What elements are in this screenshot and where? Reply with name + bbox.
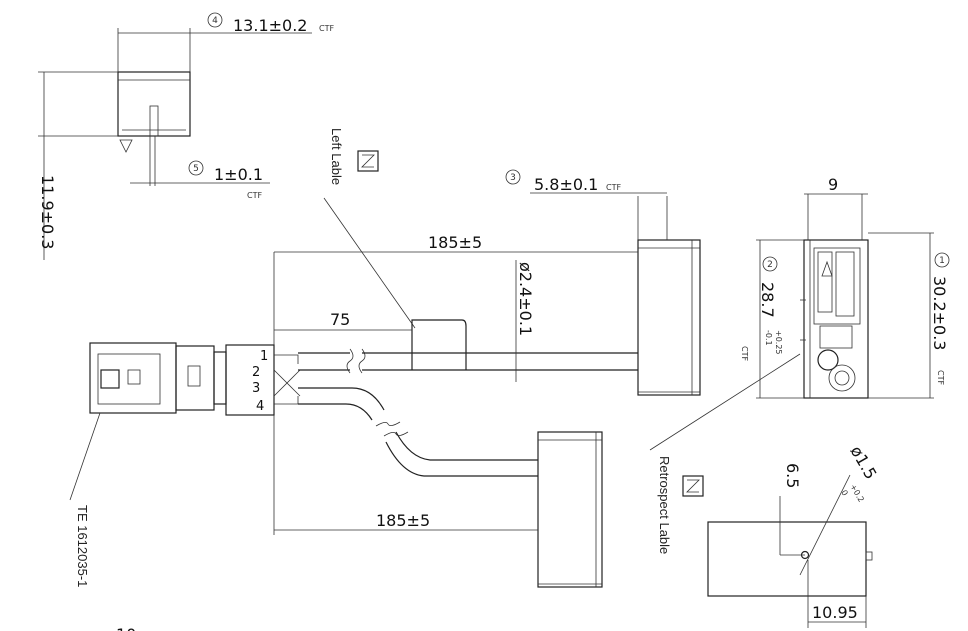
part-number: TE 1612035-1 [75,505,90,587]
upper-end-block [637,196,701,396]
dim-28-7-tol-up: +0.25 [774,330,783,355]
dim-hole-tol-dn: 0 [839,489,849,498]
circle-marker-2-label: 2 [767,260,773,270]
dim-diameter: ø2.4±0.1 [516,262,535,336]
pin-3: 3 [252,381,260,396]
circle-marker-1 [934,252,950,268]
dim-75: 75 [330,310,350,329]
dim-9: 9 [828,175,838,194]
circle-marker-5-label: 5 [193,164,199,174]
dim-185-top: 185±5 [428,233,482,252]
retro-label-text: Retrospect Lable [657,456,672,554]
hole-detail [707,474,873,628]
ctf-note-d5: CTF [247,191,262,200]
dim-28-7: 28.7 [758,282,777,318]
circle-marker-5 [188,160,204,176]
connector-housing [89,342,275,416]
circle-marker-4-label: 4 [212,16,218,26]
upper-cable [298,348,638,374]
lower-cable [298,387,538,477]
connector-side-detail [38,28,312,260]
lower-end-block [537,431,603,588]
dim-5-8: 5.8±0.1 [534,175,598,194]
dim-1: 1±0.1 [214,165,263,184]
circle-marker-1-label: 1 [939,256,945,266]
pin-1: 1 [260,349,268,364]
circle-marker-3-label: 3 [510,173,516,183]
dim-hole-tol-up: +0.2 [848,483,866,504]
left-label-text: Left Lable [329,128,344,185]
pin-4: 4 [256,399,264,414]
pin-2: 2 [252,365,260,380]
dim-30-2: 30.2±0.3 [930,276,949,350]
dim-partial-bottom: 10 [116,625,136,631]
ctf-note-d4: CTF [319,24,334,33]
circle-marker-2 [762,256,778,272]
dim-28-7-tol-dn: -0.1 [764,330,773,346]
dim-10-95: 10.95 [812,603,858,622]
ctf-note-d1: CTF [936,370,945,385]
dim-13-1: 13.1±0.2 [233,16,307,35]
circle-marker-4 [207,12,223,28]
left-label-box [411,319,467,370]
dim-6-5: 6.5 [783,463,802,488]
circle-marker-3 [505,169,521,185]
dim-11-9: 11.9±0.3 [38,175,57,249]
retro-label-icon [682,475,704,497]
wire-crossing [273,354,301,405]
ctf-note-d2: CTF [740,346,749,361]
left-label-icon [357,150,379,172]
dim-185-bottom: 185±5 [376,511,430,530]
dim-hole-diameter: ø1.5 [847,443,881,483]
ctf-note-d3: CTF [606,183,621,192]
label-detail [800,239,869,399]
